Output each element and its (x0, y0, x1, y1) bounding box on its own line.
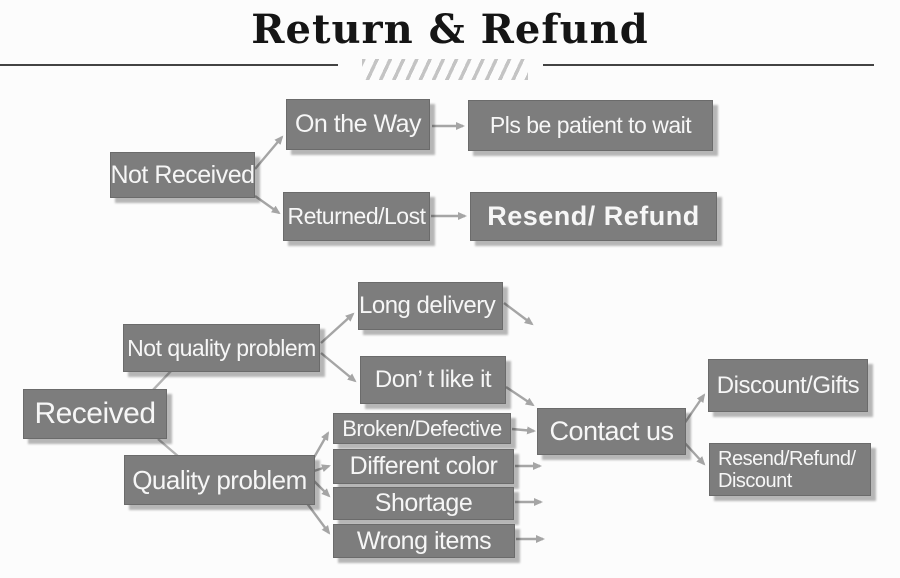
arrow-contact-discountgifts (683, 393, 706, 425)
line-received-quality (157, 438, 180, 458)
arrow-longdelivery-out (503, 302, 534, 326)
arrow-dontlike-contact (505, 386, 535, 407)
node-discount-gifts: Discount/Gifts (708, 359, 868, 412)
node-received: Received (23, 389, 167, 439)
node-shortage: Shortage (333, 487, 514, 520)
node-not-received: Not Received (110, 152, 255, 198)
node-wrong-items: Wrong items (333, 524, 515, 558)
arrow-notquality-dontlike (320, 352, 357, 383)
resend-refund-discount-line1: Resend/Refund/ (718, 447, 856, 470)
node-returned-lost: Returned/Lost (283, 192, 430, 241)
arrow-notquality-longdelivery (320, 312, 355, 344)
line-received-notquality (151, 370, 172, 392)
title-rule-right (543, 64, 874, 66)
node-long-delivery: Long delivery (358, 282, 503, 330)
node-on-the-way: On the Way (286, 99, 430, 150)
node-pls-be-patient: Pls be patient to wait (468, 100, 713, 151)
arrow-quality-wrongitems (305, 501, 331, 535)
title-rule-left (0, 64, 338, 66)
page-title: Return & Refund (251, 6, 649, 53)
node-not-quality-problem: Not quality problem (123, 324, 320, 372)
arrow-quality-different (313, 464, 331, 473)
hatch-decoration (362, 59, 528, 80)
node-quality-problem: Quality problem (124, 455, 315, 505)
node-resend-refund: Resend/ Refund (470, 192, 717, 241)
arrow-broken-contact (511, 426, 536, 435)
resend-refund-discount-line2: Discount (718, 469, 792, 492)
node-broken-defective: Broken/Defective (333, 413, 511, 444)
node-contact-us: Contact us (537, 408, 686, 455)
arrow-notreceived-ontheway (254, 135, 284, 170)
node-dont-like-it: Don’ t like it (360, 356, 506, 404)
arrow-notreceived-returnedlost (254, 195, 281, 215)
node-resend-refund-discount: Resend/Refund/ Discount (709, 443, 871, 496)
node-different-color: Different color (333, 449, 514, 484)
arrow-contact-resendrefunddiscount (682, 440, 706, 466)
arrow-quality-shortage (313, 480, 331, 498)
